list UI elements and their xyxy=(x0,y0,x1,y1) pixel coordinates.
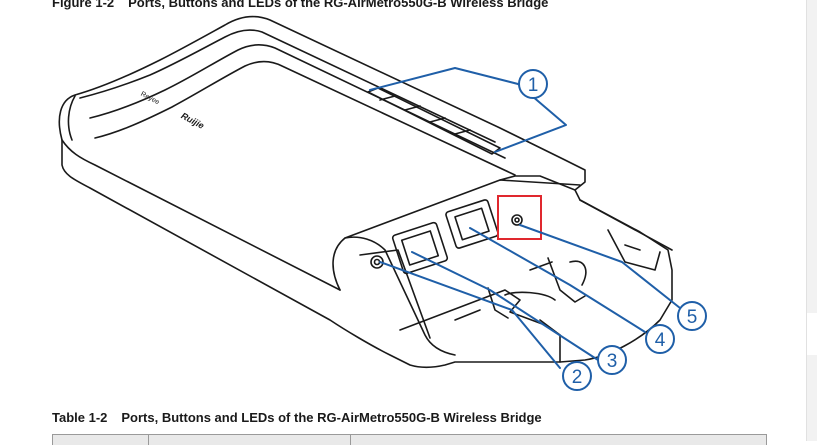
adjacent-page-edge xyxy=(806,0,817,441)
table-column-divider xyxy=(350,435,351,445)
callout-2: 2 xyxy=(572,367,583,388)
callout-4-leader xyxy=(469,227,646,333)
figure-caption: Figure 1-2 Ports, Buttons and LEDs of the… xyxy=(52,0,548,10)
callout-2-leader xyxy=(379,261,561,369)
device-body xyxy=(58,15,673,369)
brand-logo: Ruijie xyxy=(179,111,205,131)
callout-1: 1 xyxy=(528,75,539,96)
callout-5: 5 xyxy=(687,307,698,328)
table-column-divider xyxy=(148,435,149,445)
table-title: Ports, Buttons and LEDs of the RG-AirMet… xyxy=(121,410,542,425)
table-caption: Table 1-2 Ports, Buttons and LEDs of the … xyxy=(52,410,542,425)
callout-5-leader xyxy=(519,224,681,309)
page-gap xyxy=(807,313,817,355)
figure-label: Figure 1-2 xyxy=(52,0,115,10)
callout-4: 4 xyxy=(655,330,666,351)
table-header-row xyxy=(52,434,767,445)
callout-3: 3 xyxy=(607,351,618,372)
figure-title: Ports, Buttons and LEDs of the RG-AirMet… xyxy=(128,0,549,10)
callout-3-leader xyxy=(411,251,599,361)
callout-markers: 1 2 3 4 5 xyxy=(518,69,707,391)
reset-button-highlight xyxy=(497,195,542,240)
table-label: Table 1-2 xyxy=(52,410,108,425)
device-illustration: Ruijie Reyee 1 2 3 4 5 xyxy=(58,15,707,391)
